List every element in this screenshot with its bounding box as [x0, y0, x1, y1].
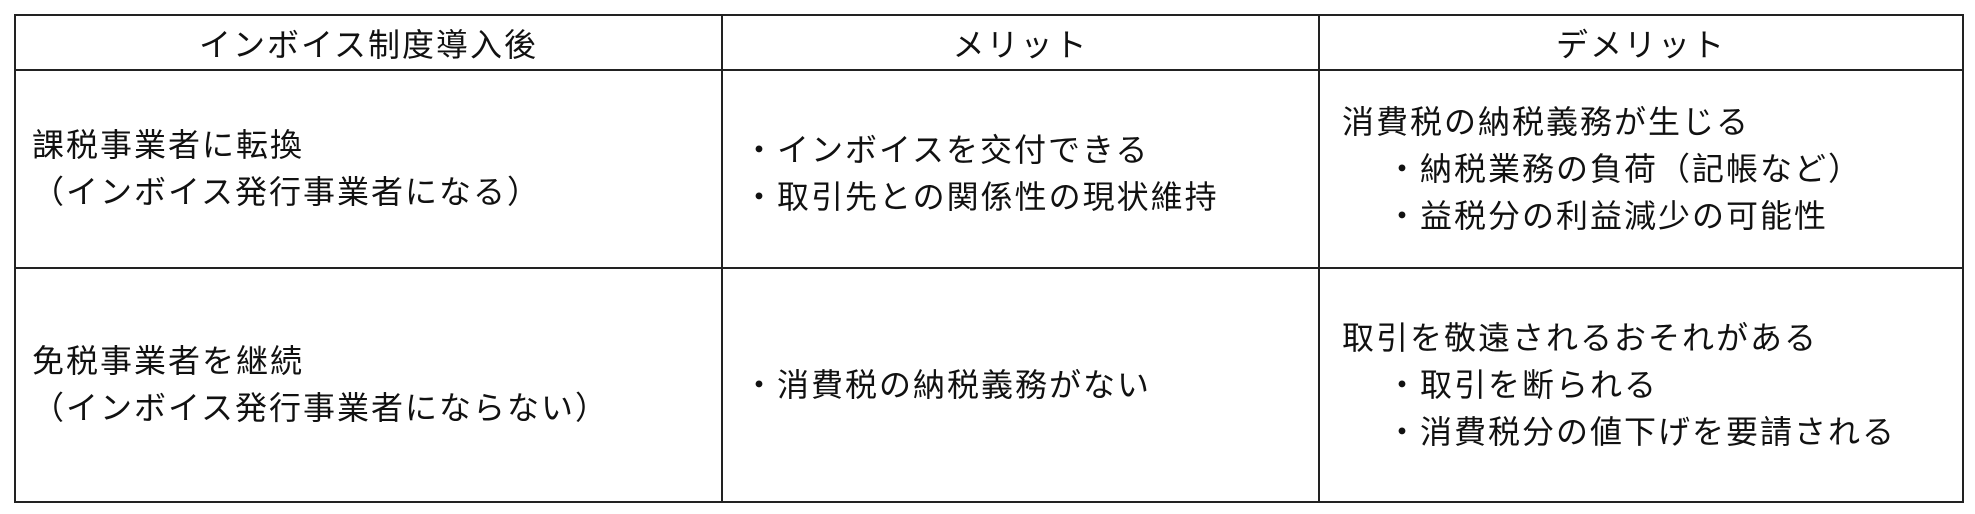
- demerit-item: ・納税業務の負荷（記帳など）: [1386, 149, 1863, 188]
- header-merit: メリット: [721, 14, 1320, 71]
- option-cell: 免税事業者を継続 （インボイス発行事業者にならない）: [14, 267, 723, 503]
- option-title: 免税事業者を継続: [32, 342, 305, 380]
- option-title: 課税事業者に転換: [32, 126, 305, 164]
- merit-item: ・消費税の納税義務がない: [743, 365, 1152, 404]
- demerit-cell: 取引を敬遠されるおそれがある ・取引を断られる ・消費税分の値下げを要請される: [1318, 267, 1964, 503]
- demerit-item: ・消費税分の値下げを要請される: [1386, 412, 1897, 451]
- table-row: 課税事業者に転換 （インボイス発行事業者になる） ・インボイスを交付できる ・取…: [14, 69, 1964, 269]
- merit-cell: ・インボイスを交付できる ・取引先との関係性の現状維持: [721, 69, 1320, 269]
- header-option: インボイス制度導入後: [14, 14, 723, 71]
- header-row: インボイス制度導入後 メリット デメリット: [14, 14, 1964, 71]
- invoice-comparison-table: インボイス制度導入後 メリット デメリット 課税事業者に転換 （インボイス発行事…: [14, 14, 1964, 503]
- demerit-lead: 消費税の納税義務が生じる: [1342, 102, 1751, 141]
- option-subtitle: （インボイス発行事業者にならない）: [32, 389, 610, 427]
- demerit-lead: 取引を敬遠されるおそれがある: [1342, 318, 1819, 357]
- option-subtitle: （インボイス発行事業者になる）: [32, 173, 542, 211]
- option-cell: 課税事業者に転換 （インボイス発行事業者になる）: [14, 69, 723, 269]
- demerit-item: ・益税分の利益減少の可能性: [1386, 196, 1829, 235]
- merit-item: ・インボイスを交付できる: [743, 131, 1150, 169]
- header-demerit: デメリット: [1318, 14, 1964, 71]
- demerit-item: ・取引を断られる: [1386, 365, 1659, 404]
- table-row: 免税事業者を継続 （インボイス発行事業者にならない） ・消費税の納税義務がない …: [14, 267, 1964, 503]
- demerit-cell: 消費税の納税義務が生じる ・納税業務の負荷（記帳など） ・益税分の利益減少の可能…: [1318, 69, 1964, 269]
- merit-cell: ・消費税の納税義務がない: [721, 267, 1320, 503]
- merit-item: ・取引先との関係性の現状維持: [743, 178, 1219, 216]
